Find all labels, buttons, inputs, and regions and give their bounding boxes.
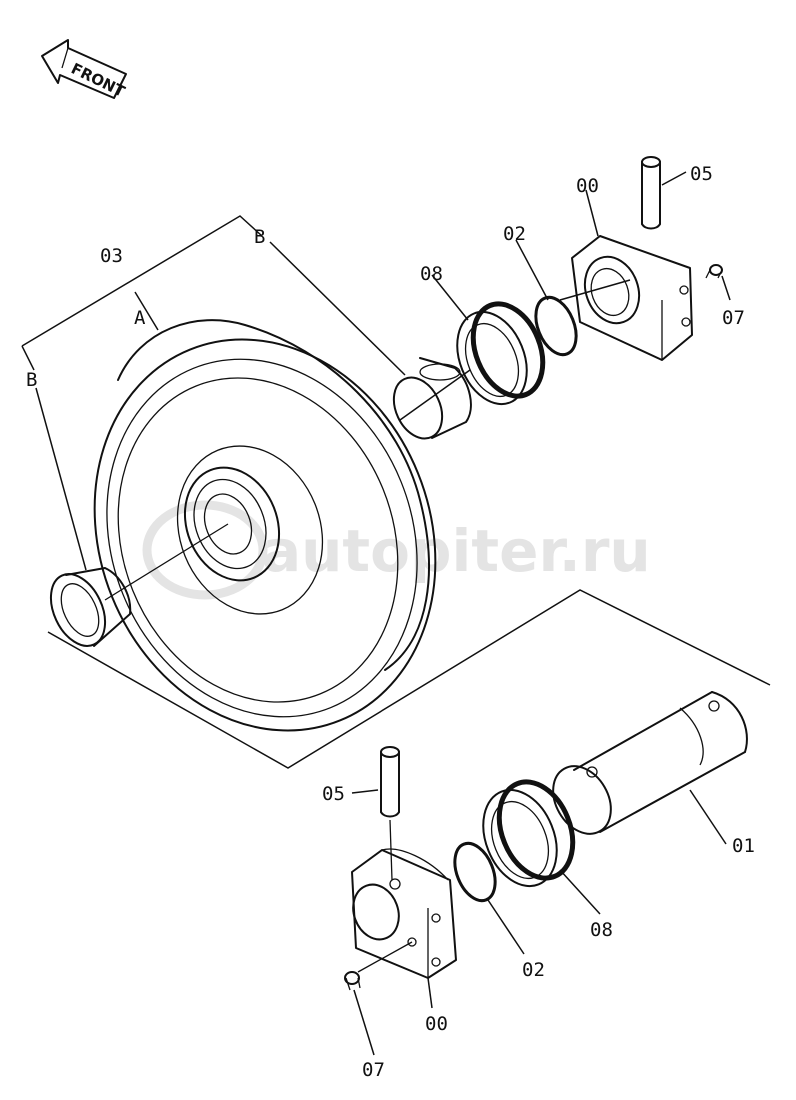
watermark-text: autopiter.ru (262, 517, 651, 585)
label-o-ring-top: 02 (503, 223, 526, 245)
label-section-b-top: B (254, 226, 265, 248)
o-ring-top (534, 295, 578, 357)
bushing-right (392, 357, 472, 440)
support-top (571, 235, 693, 361)
label-support-top: 00 (576, 175, 599, 197)
callouts: 03 A B B 08 02 00 05 07 05 01 08 02 00 0… (26, 163, 755, 1081)
section-outline (21, 215, 771, 769)
label-plug-top: 07 (722, 307, 745, 329)
label-seal-bottom: 08 (590, 919, 613, 941)
idler-wheel (93, 319, 437, 732)
pin-top (641, 156, 661, 230)
label-shaft: 01 (732, 835, 755, 857)
shaft (552, 691, 748, 835)
label-idler-wheel: 03 (100, 245, 123, 267)
plug-top (705, 264, 723, 279)
label-section-b-left: B (26, 369, 37, 391)
front-arrow-icon: FRONT (41, 39, 128, 101)
label-support-bottom: 00 (425, 1013, 448, 1035)
label-pin-top: 05 (690, 163, 713, 185)
o-ring-bottom (453, 841, 497, 903)
leader-lines (351, 171, 731, 1056)
front-label: FRONT (68, 59, 128, 101)
seal-bottom (482, 779, 576, 888)
watermark: autopiter.ru (142, 500, 651, 600)
label-plug-bottom: 07 (362, 1059, 385, 1081)
label-o-ring-bottom: 02 (522, 959, 545, 981)
seal-top (456, 301, 546, 406)
label-pin-bottom: 05 (322, 783, 345, 805)
pin-bottom (380, 746, 400, 881)
plug-bottom (344, 941, 413, 991)
label-seal-top: 08 (420, 263, 443, 285)
support-bottom (351, 848, 457, 979)
bushing-left (49, 567, 132, 647)
label-section-a: A (134, 307, 146, 329)
